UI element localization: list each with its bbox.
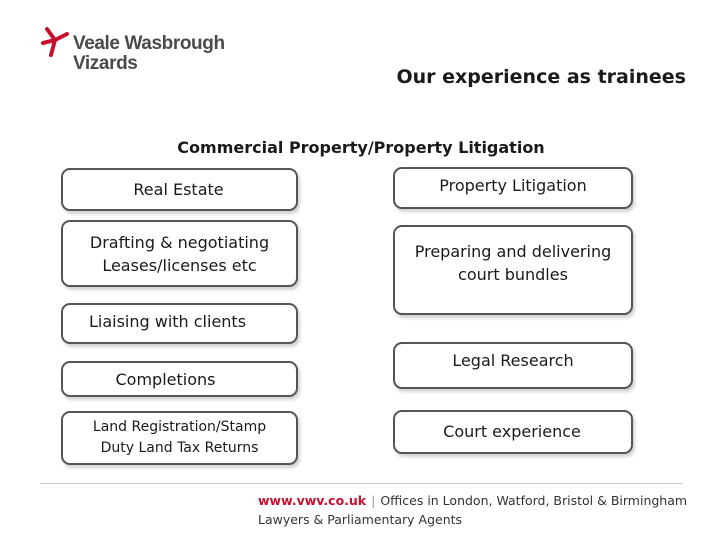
- logo-text: Veale Wasbrough Vizards: [73, 34, 225, 74]
- right-item-label: Court experience: [443, 421, 581, 441]
- left-header-box: Real Estate: [61, 168, 298, 211]
- left-item-label: Drafting & negotiating Leases/licenses e…: [89, 232, 270, 275]
- right-header-label: Property Litigation: [439, 175, 587, 195]
- left-item-label: Land Registration/Stamp Duty Land Tax Re…: [92, 419, 267, 456]
- right-item-label: Preparing and delivering court bundles: [414, 242, 612, 284]
- right-item-court-experience: Court experience: [393, 410, 633, 454]
- logo-line-2: Vizards: [73, 53, 138, 74]
- right-item-court-bundles: Preparing and delivering court bundles: [393, 225, 633, 315]
- footer-divider: [40, 483, 682, 484]
- company-logo: Veale Wasbrough Vizards: [40, 26, 240, 78]
- footer: www.vwv.co.uk | Offices in London, Watford…: [258, 491, 687, 529]
- left-item-label: Completions: [115, 369, 216, 389]
- page-heading: Our experience as trainees: [396, 66, 687, 88]
- left-item-label: Liaising with clients: [88, 312, 247, 331]
- section-title-text: Commercial Property/Property Litigation: [177, 138, 545, 157]
- footer-separator: |: [371, 493, 376, 508]
- footer-tagline: Lawyers & Parliamentary Agents: [258, 512, 463, 527]
- left-item-drafting: Drafting & negotiating Leases/licenses e…: [61, 220, 298, 287]
- website-link[interactable]: www.vwv.co.uk: [258, 493, 367, 508]
- left-item-land-registration: Land Registration/Stamp Duty Land Tax Re…: [61, 411, 298, 465]
- left-item-completions: Completions: [61, 361, 298, 397]
- left-header-label: Real Estate: [133, 180, 224, 199]
- right-item-legal-research: Legal Research: [393, 342, 633, 389]
- offices-text: Offices in London, Watford, Bristol & Bi…: [380, 493, 688, 508]
- left-item-liaising: Liaising with clients: [61, 303, 298, 344]
- logo-line-1: Veale Wasbrough: [73, 33, 225, 54]
- footer-line-1: www.vwv.co.uk | Offices in London, Watford…: [258, 491, 687, 510]
- right-header-box: Property Litigation: [393, 167, 633, 209]
- right-item-label: Legal Research: [452, 351, 574, 370]
- section-title: Commercial Property/Property Litigation: [0, 138, 720, 157]
- star-logo-icon: [41, 27, 69, 57]
